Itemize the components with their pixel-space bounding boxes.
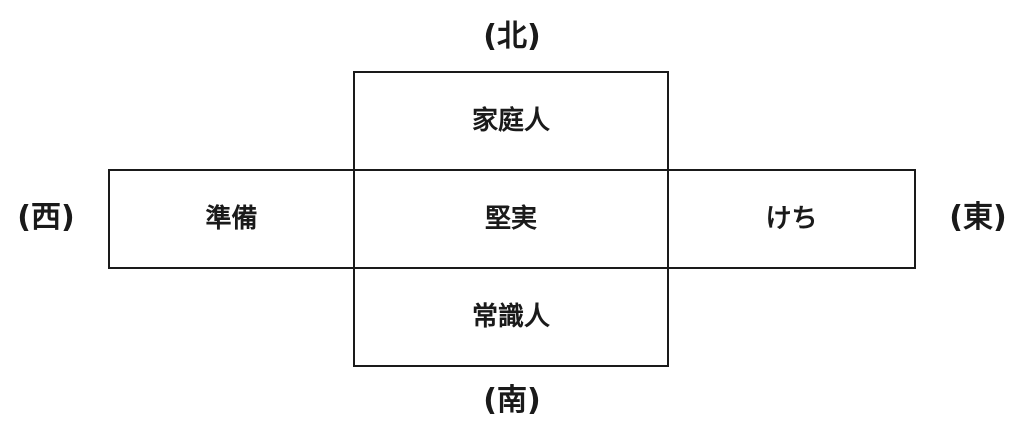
north-cell-label: 家庭人 xyxy=(471,106,550,136)
south-cell-label: 常識人 xyxy=(471,302,550,332)
north-direction-label: (北) xyxy=(483,19,541,54)
center-cell: 堅実 xyxy=(353,169,669,269)
west-cell-label: 準備 xyxy=(205,204,258,234)
south-cell: 常識人 xyxy=(353,267,669,367)
south-direction-label: (南) xyxy=(483,383,541,418)
north-cell: 家庭人 xyxy=(353,71,669,171)
west-direction-label: (西) xyxy=(17,200,75,235)
center-cell-label: 堅実 xyxy=(484,204,537,234)
east-direction-label: (東) xyxy=(949,200,1007,235)
east-cell-label: けち xyxy=(765,204,818,234)
west-cell: 準備 xyxy=(108,169,355,269)
east-cell: けち xyxy=(667,169,916,269)
